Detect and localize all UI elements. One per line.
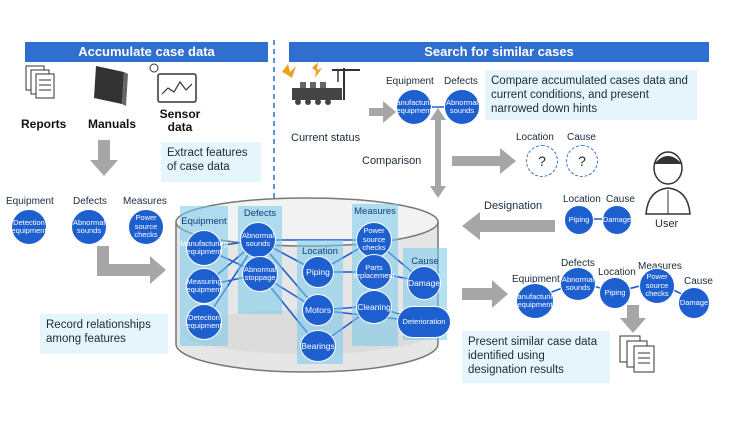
header-equipment: Equipment	[6, 196, 54, 207]
designation-node-damage: Damage	[602, 205, 632, 235]
user-icon	[645, 151, 691, 215]
result-header-measures: Measures	[638, 261, 682, 272]
db-node-power-source-checks: Power source checks	[356, 222, 392, 258]
arrow-to-results	[462, 280, 508, 308]
unknown-header-cause: Cause	[567, 132, 596, 143]
result-header-location: Location	[598, 267, 636, 278]
unknown-location-node: ?	[526, 145, 558, 177]
db-node-bearings: Bearings	[300, 330, 336, 362]
db-col-measures: Measures	[354, 206, 396, 217]
record-relationships-callout: Record relationships among features	[40, 314, 168, 354]
present-results-callout: Present similar case data identified usi…	[462, 331, 610, 383]
arrow-comparison-vertical	[430, 108, 446, 198]
result-node-manufacturing-equipment: Manufacturing equipment	[511, 283, 559, 319]
flow-arrows	[90, 101, 646, 333]
user-label: User	[655, 218, 679, 230]
right-panel-banner: Search for similar cases	[289, 42, 709, 62]
db-node-detection-equipment: Detection equipment	[186, 304, 222, 340]
source-sensor-label: Sensor data	[159, 107, 201, 134]
db-col-defects: Defects	[243, 208, 277, 219]
source-reports-label: Reports	[21, 117, 67, 131]
status-node-manufacturing-equipment: Manufacturing equipment	[390, 89, 438, 125]
reports-icon	[25, 65, 55, 99]
designation-label: Designation	[484, 200, 543, 212]
db-node-deterioration: Deterioration	[397, 306, 451, 338]
left-panel-banner: Accumulate case data	[25, 42, 268, 62]
sensor-monitor-icon	[149, 63, 197, 103]
node-detection-equipment: Detection equipment	[11, 209, 47, 245]
arrow-into-database	[97, 246, 166, 284]
result-header-cause: Cause	[684, 276, 713, 287]
documents-icon	[619, 335, 655, 373]
designation-header-location: Location	[563, 194, 601, 205]
db-node-parts-replacement: Parts replacement	[353, 254, 395, 290]
header-measures: Measures	[123, 196, 167, 207]
node-abnormal-sounds: Abnormal sounds	[71, 209, 107, 245]
manual-book-icon	[94, 66, 128, 106]
db-node-abnormal-sounds: Abnormal sounds	[240, 222, 276, 258]
result-header-defects: Defects	[561, 258, 595, 269]
arrow-comparison-right	[452, 148, 516, 174]
result-node-abnormal-sounds: Abnormal sounds	[560, 267, 596, 301]
current-status-label: Current status	[291, 132, 361, 144]
status-header-equipment: Equipment	[386, 76, 434, 87]
comparison-label: Comparison	[362, 155, 422, 167]
factory-icon	[282, 62, 360, 105]
db-node-motors: Motors	[302, 294, 334, 326]
unknown-cause-node: ?	[566, 145, 598, 177]
db-col-cause: Cause	[411, 256, 439, 267]
source-manuals-label: Manuals	[88, 117, 137, 131]
db-node-damage: Damage	[407, 266, 441, 300]
designation-node-piping: Piping	[564, 205, 594, 235]
db-node-piping: Piping	[302, 256, 334, 288]
designation-header-cause: Cause	[606, 194, 635, 205]
status-header-defects: Defects	[444, 76, 478, 87]
arrow-to-status-nodes	[369, 101, 396, 123]
db-node-manufacturing-equipment: Manufacturing equipment	[180, 230, 228, 266]
extract-features-callout: Extract features of case data	[161, 142, 261, 182]
node-power-source-checks: Power source checks	[128, 209, 164, 245]
compare-callout: Compare accumulated cases data and curre…	[485, 70, 697, 120]
db-node-measuring-equipment: Measuring equipment	[186, 268, 222, 304]
db-node-abnormal-stoppage: Abnormal stoppage	[242, 256, 278, 292]
result-node-power-source-checks: Power source checks	[639, 268, 675, 304]
result-header-equipment: Equipment	[512, 274, 560, 285]
db-col-location: Location	[302, 246, 338, 257]
result-node-damage: Damage	[678, 287, 710, 319]
arrow-down-sources	[90, 140, 118, 176]
result-node-piping: Piping	[599, 277, 631, 309]
header-defects: Defects	[73, 196, 107, 207]
unknown-header-location: Location	[516, 132, 554, 143]
status-node-abnormal-sounds: Abnormal sounds	[444, 89, 480, 125]
arrow-to-documents	[620, 305, 646, 333]
arrow-designation-left	[462, 212, 555, 240]
db-col-equipment: Equipment	[181, 216, 227, 227]
db-node-cleaning: Cleaning	[356, 290, 392, 324]
